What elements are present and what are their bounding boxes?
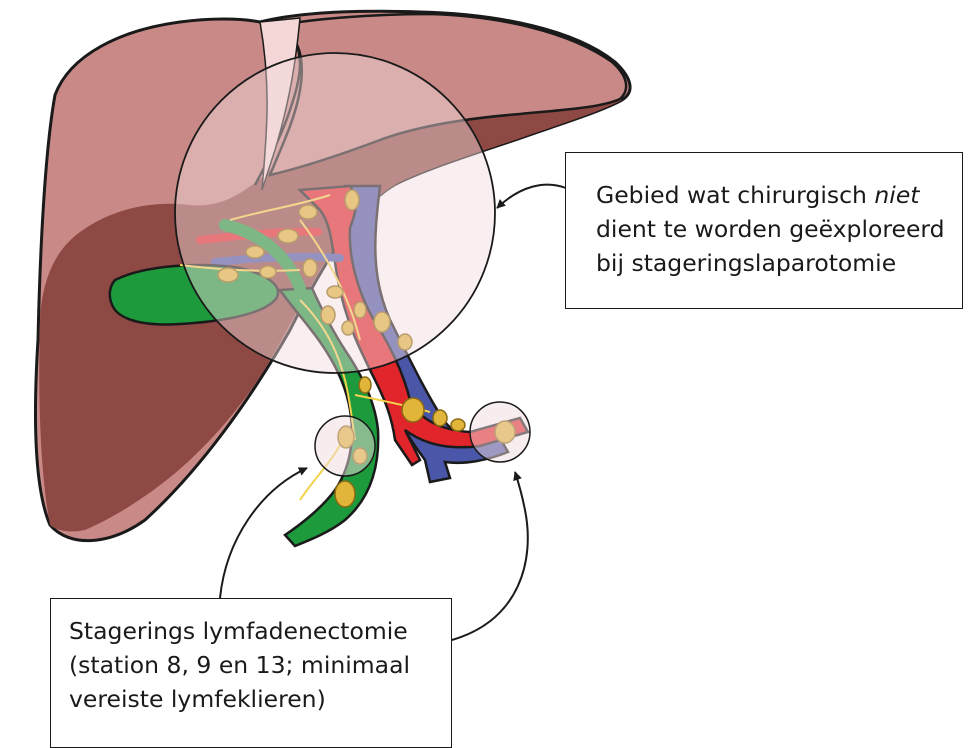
- callout-text: Gebied wat chirurgisch: [596, 181, 874, 209]
- arrow-pointer: [497, 185, 566, 208]
- callout-emphasis: niet: [874, 181, 919, 209]
- lymph-station-circle-left: [315, 416, 375, 476]
- lymph-node: [433, 410, 447, 426]
- lymph-station-circle-right: [470, 402, 530, 462]
- lymph-node: [359, 377, 371, 393]
- lymph-node: [335, 481, 355, 507]
- callout-line: Gebied wat chirurgisch niet: [596, 178, 962, 212]
- callout-line: vereiste lymfeklieren): [69, 682, 451, 716]
- lymph-node: [451, 419, 465, 431]
- callout-line: Stagerings lymfadenectomie: [69, 614, 451, 648]
- callout-line: bij stageringslaparotomie: [596, 246, 962, 280]
- arrow-pointer: [452, 472, 528, 640]
- no-exploration-zone-circle: [175, 53, 495, 373]
- callout-staging-lymphadenectomy: Stagerings lymfadenectomie (station 8, 9…: [50, 598, 452, 748]
- callout-no-exploration-area: Gebied wat chirurgisch niet dient te wor…: [565, 152, 963, 309]
- callout-line: dient te worden geëxploreerd: [596, 212, 962, 246]
- callout-line: (station 8, 9 en 13; minimaal: [69, 648, 451, 682]
- lymph-node: [402, 398, 424, 422]
